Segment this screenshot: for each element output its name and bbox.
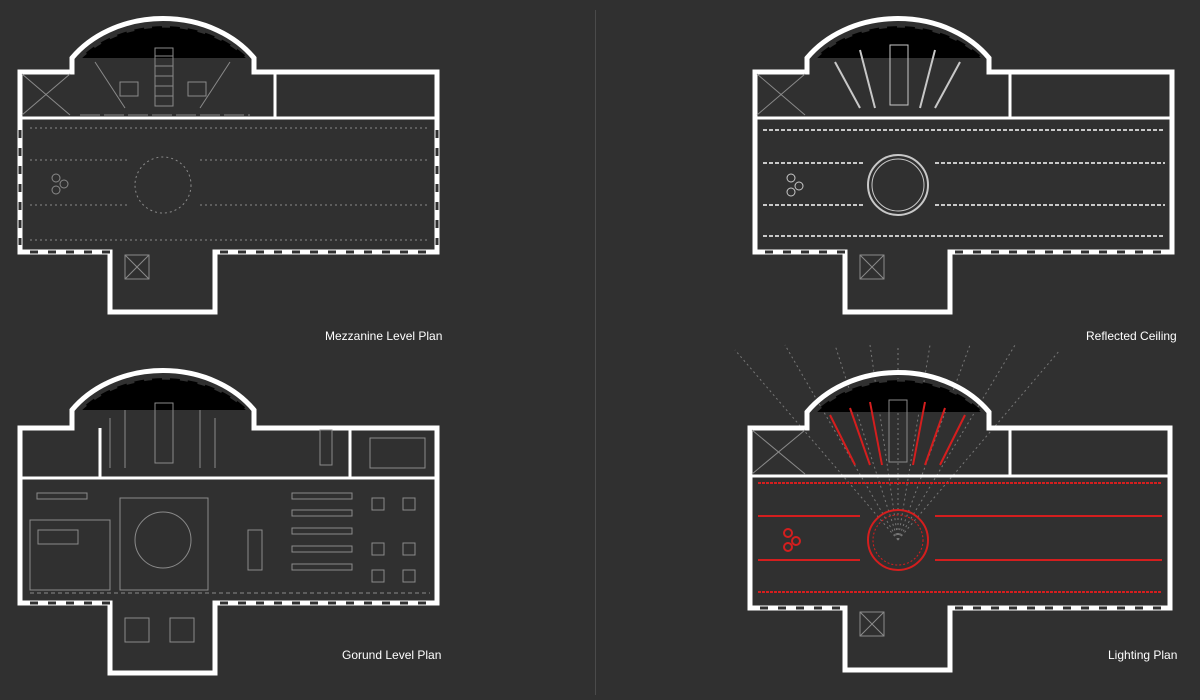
caption-lighting-plan: Lighting Plan	[1108, 648, 1178, 662]
lighting-plan	[730, 340, 1200, 680]
caption-reflected-ceiling: Reflected Ceiling	[1086, 329, 1177, 343]
ground-level-plan	[0, 348, 600, 688]
caption-ground-level-plan: Gorund Level Plan	[342, 648, 442, 662]
reflected-ceiling-plan	[735, 0, 1195, 340]
mezzanine-level-plan	[0, 0, 600, 340]
panel-divider	[595, 10, 596, 695]
caption-mezzanine-level-plan: Mezzanine Level Plan	[325, 329, 443, 343]
